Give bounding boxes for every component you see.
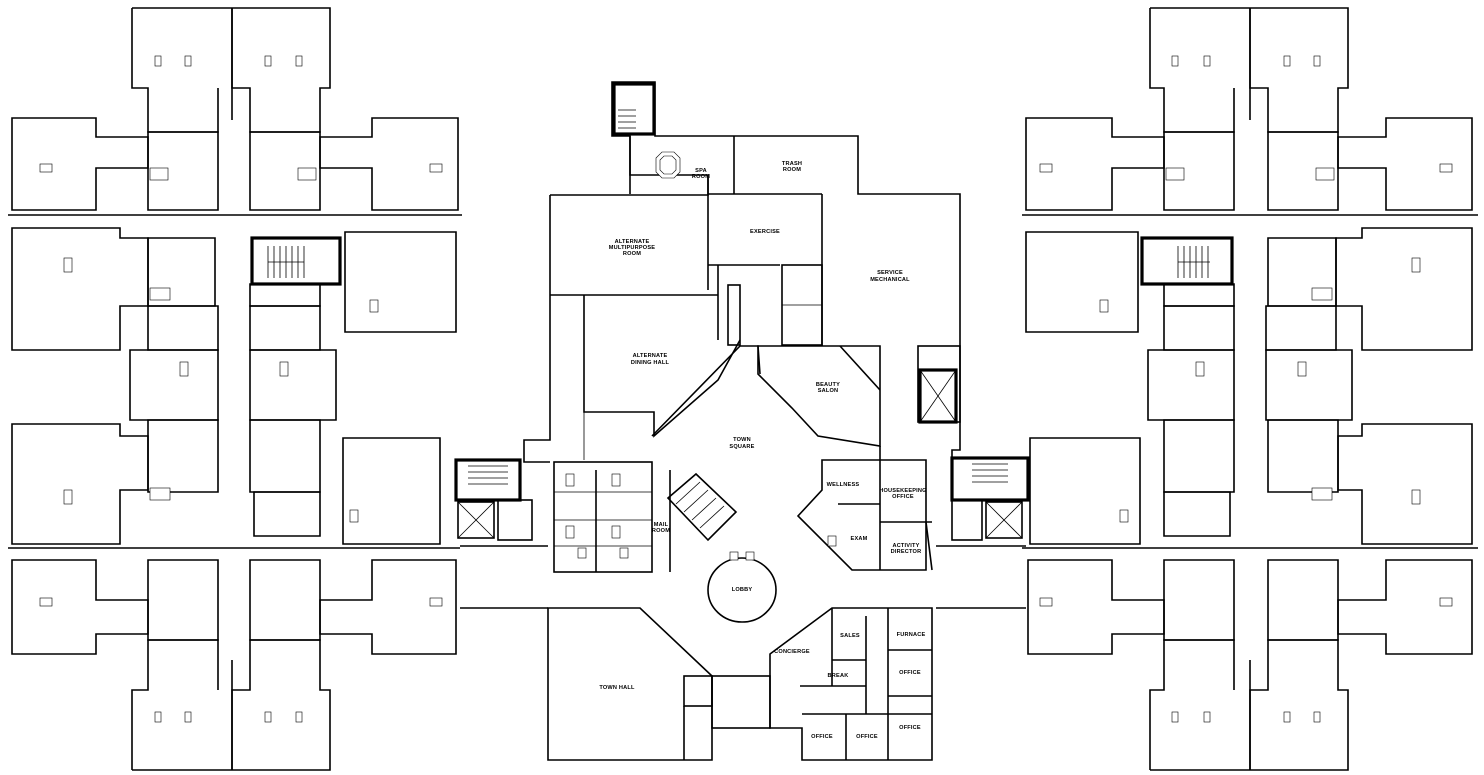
label-beauty-salon-1: BEAUTY bbox=[816, 382, 840, 388]
label-town-square-2: SQUARE bbox=[729, 444, 754, 450]
label-concierge: CONCIERGE bbox=[774, 649, 810, 655]
label-exercise: EXERCISE bbox=[750, 229, 780, 235]
right-wing-south-block bbox=[1027, 559, 1473, 771]
label-service-mechanical-2: MECHANICAL bbox=[870, 277, 910, 283]
label-lobby: LOBBY bbox=[732, 587, 753, 593]
label-dining-hall-2: DINING HALL bbox=[631, 360, 670, 366]
label-housekeeping-2: OFFICE bbox=[892, 494, 914, 500]
label-multipurpose-2: MULTIPURPOSE bbox=[609, 245, 655, 251]
label-spa-room-2: ROOM bbox=[692, 174, 710, 180]
label-mail-room-2: ROOM bbox=[652, 528, 670, 534]
label-activity-director-1: ACTIVITY bbox=[892, 543, 919, 549]
label-service-mechanical-1: SERVICE bbox=[877, 270, 903, 276]
right-residential-wing bbox=[936, 7, 1478, 771]
label-multipurpose-1: ALTERNATE bbox=[615, 239, 650, 245]
label-office-1: OFFICE bbox=[899, 670, 921, 676]
label-multipurpose-3: ROOM bbox=[623, 251, 641, 257]
left-residential-wing bbox=[8, 7, 548, 771]
label-furnace: FURNACE bbox=[897, 632, 926, 638]
label-town-hall: TOWN HALL bbox=[599, 685, 635, 691]
label-office-4: OFFICE bbox=[856, 734, 878, 740]
label-exam: EXAM bbox=[851, 536, 868, 542]
left-wing-north-block bbox=[8, 7, 462, 216]
label-wellness: WELLNESS bbox=[827, 482, 860, 488]
label-mail-room-1: MAIL bbox=[654, 522, 669, 528]
left-wing-stair-upper bbox=[250, 236, 342, 286]
left-wing-stair-lower bbox=[454, 458, 533, 541]
left-wing-south-block bbox=[11, 559, 457, 771]
label-town-square-1: TOWN bbox=[733, 437, 751, 443]
label-activity-director-2: DIRECTOR bbox=[891, 549, 922, 555]
label-office-2: OFFICE bbox=[899, 725, 921, 731]
right-wing-north-block bbox=[1022, 7, 1478, 216]
label-beauty-salon-2: SALON bbox=[818, 388, 839, 394]
label-housekeeping-1: HOUSEKEEPING bbox=[879, 488, 926, 494]
room-labels: SPA ROOM TRASH ROOM ALTERNATE MULTIPURPO… bbox=[599, 161, 926, 740]
left-wing-fixtures bbox=[39, 55, 443, 723]
label-break: BREAK bbox=[828, 673, 849, 679]
right-wing-middle-block bbox=[1022, 227, 1478, 549]
label-trash-room-1: TRASH bbox=[782, 161, 802, 167]
right-wing-stair-upper bbox=[1140, 236, 1234, 286]
label-office-3: OFFICE bbox=[811, 734, 833, 740]
central-amenity-building bbox=[523, 81, 961, 761]
right-wing-stair-lower bbox=[950, 456, 1030, 541]
label-dining-hall-1: ALTERNATE bbox=[633, 353, 668, 359]
left-wing-middle-block bbox=[8, 227, 460, 549]
label-sales: SALES bbox=[840, 633, 860, 639]
label-trash-room-2: ROOM bbox=[783, 167, 801, 173]
right-wing-fixtures bbox=[1039, 55, 1453, 723]
label-spa-room-1: SPA bbox=[695, 168, 707, 174]
